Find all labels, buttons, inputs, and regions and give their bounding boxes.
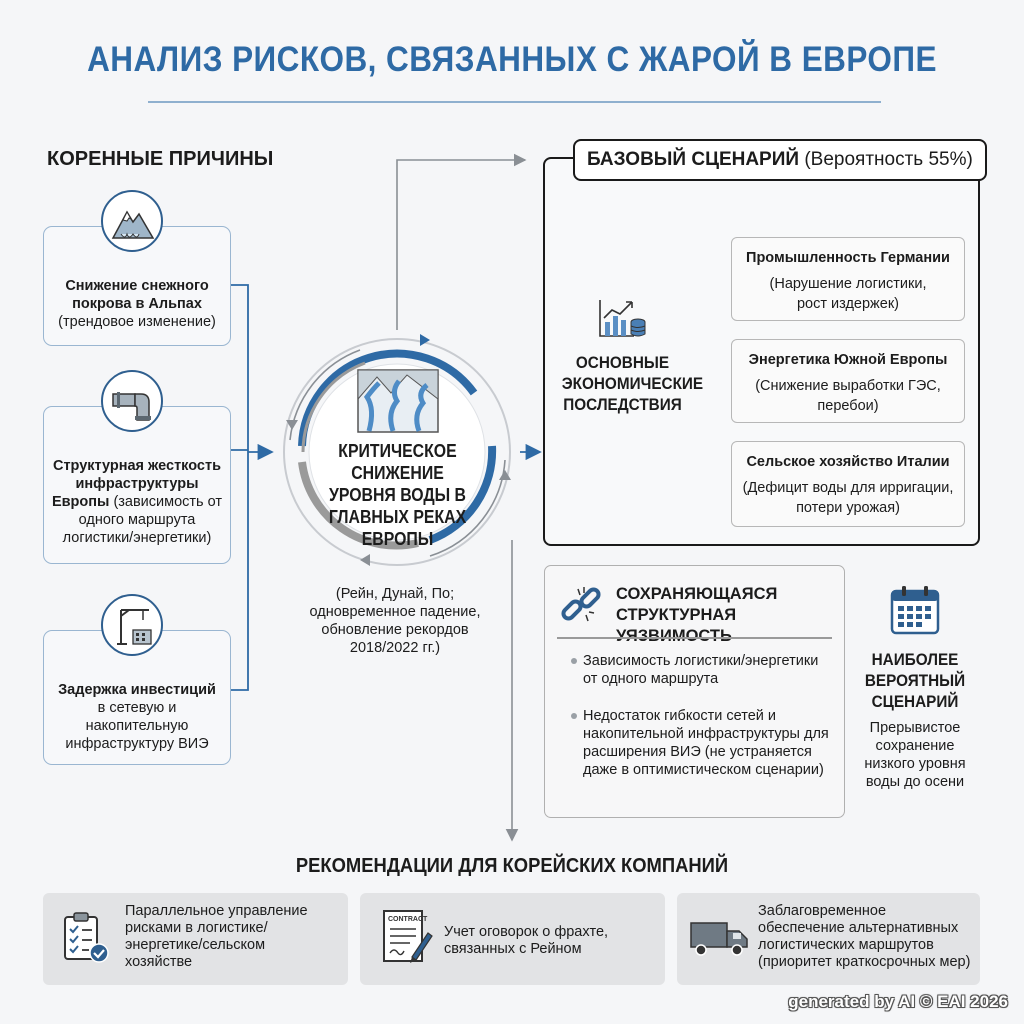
cause-card-snow: Снижение снежного покрова в Альпах(тренд… — [43, 226, 231, 346]
recommendation-card-routes: Заблаговременное обеспечение альтернатив… — [677, 893, 980, 985]
recommendation-text: Параллельное управление рисками в логист… — [125, 903, 308, 970]
broken-chain-icon — [561, 587, 601, 622]
impact-desc: (Снижение выработки ГЭС, перебои) — [755, 378, 941, 414]
title-divider — [148, 101, 881, 103]
impact-title: Сельское хозяйство Италии — [746, 454, 950, 470]
vulnerability-bullet: Недостаток гибкости сетей и накопительно… — [583, 708, 829, 778]
svg-text:CONTRACT: CONTRACT — [388, 916, 428, 923]
recommendation-text: Заблаговременное обеспечение альтернатив… — [758, 903, 971, 970]
impact-desc: (Нарушение логистики, рост издержек) — [769, 276, 927, 312]
recommendation-card-contract: CONTRACT Учет оговорок о фрахте, связанн… — [360, 893, 665, 985]
cause-card-infrastructure: Структурная жесткость инфраструктуры Евр… — [43, 406, 231, 564]
structural-vulnerability-title: СОХРАНЯЮЩАЯСЯ СТРУКТУРНАЯ УЯЗВИМОСТЬ — [616, 585, 778, 645]
center-problem-text: КРИТИЧЕСКОЕ СНИЖЕНИЕ УРОВНЯ ВОДЫ В ГЛАВН… — [328, 441, 467, 549]
impact-title: Промышленность Германии — [746, 250, 950, 266]
recommendation-card-risk: Параллельное управление рисками в логист… — [43, 893, 348, 985]
contract-icon: CONTRACT — [383, 910, 433, 963]
crane-icon — [101, 594, 163, 656]
base-scenario-label: БАЗОВЫЙ СЦЕНАРИЙ (Вероятность 55%) — [573, 139, 987, 181]
cycle-ring — [283, 338, 511, 566]
economic-consequences-title: ОСНОВНЫЕ ЭКОНОМИЧЕСКИЕ ПОСЛЕДСТВИЯ — [561, 353, 704, 414]
page-title: АНАЛИЗ РИСКОВ, СВЯЗАННЫХ С ЖАРОЙ В ЕВРОП… — [87, 40, 937, 79]
mountain-snow-icon — [101, 190, 163, 252]
impact-desc: (Дефицит воды для ирригации, потери урож… — [742, 480, 954, 516]
recommendation-text: Учет оговорок о фрахте, связанных с Рейн… — [444, 924, 609, 957]
cause-text: Снижение снежного покрова в Альпах(тренд… — [58, 278, 216, 330]
impact-title: Энергетика Южной Европы — [748, 352, 948, 368]
most-likely-scenario-desc: Прерывистое сохранение низкого уровня во… — [864, 720, 966, 790]
root-causes-heading: КОРЕННЫЕ ПРИЧИНЫ — [47, 148, 274, 170]
calendar-icon — [890, 586, 940, 635]
recommendations-heading: РЕКОМЕНДАЦИИ ДЛЯ КОРЕЙСКИХ КОМПАНИЙ — [295, 855, 729, 877]
cause-text: Структурная жесткость инфраструктуры Евр… — [51, 458, 223, 546]
watermark: generated by AI © EAI 2026 — [788, 992, 1008, 1011]
clipboard-check-icon — [64, 912, 109, 963]
bullet-dot — [571, 713, 577, 719]
impact-south-energy: Энергетика Южной Европы (Снижение вырабо… — [731, 339, 965, 423]
impact-italy-agriculture: Сельское хозяйство Италии (Дефицит воды … — [731, 441, 965, 527]
impact-germany-industry: Промышленность Германии (Нарушение логис… — [731, 237, 965, 321]
most-likely-scenario-title: НАИБОЛЕЕ ВЕРОЯТНЫЙ СЦЕНАРИЙ — [864, 650, 966, 711]
center-problem-note: (Рейн, Дунай, По; одновременное падение,… — [309, 586, 481, 656]
bullet-dot — [571, 658, 577, 664]
vulnerability-divider — [557, 637, 832, 639]
vulnerability-bullet: Зависимость логистики/энергетики от одно… — [583, 653, 819, 687]
chart-coins-icon — [599, 300, 646, 337]
rivers-icon — [357, 369, 439, 433]
pipe-icon — [101, 370, 163, 432]
truck-icon — [690, 922, 748, 956]
structural-vulnerability-box — [544, 565, 845, 818]
